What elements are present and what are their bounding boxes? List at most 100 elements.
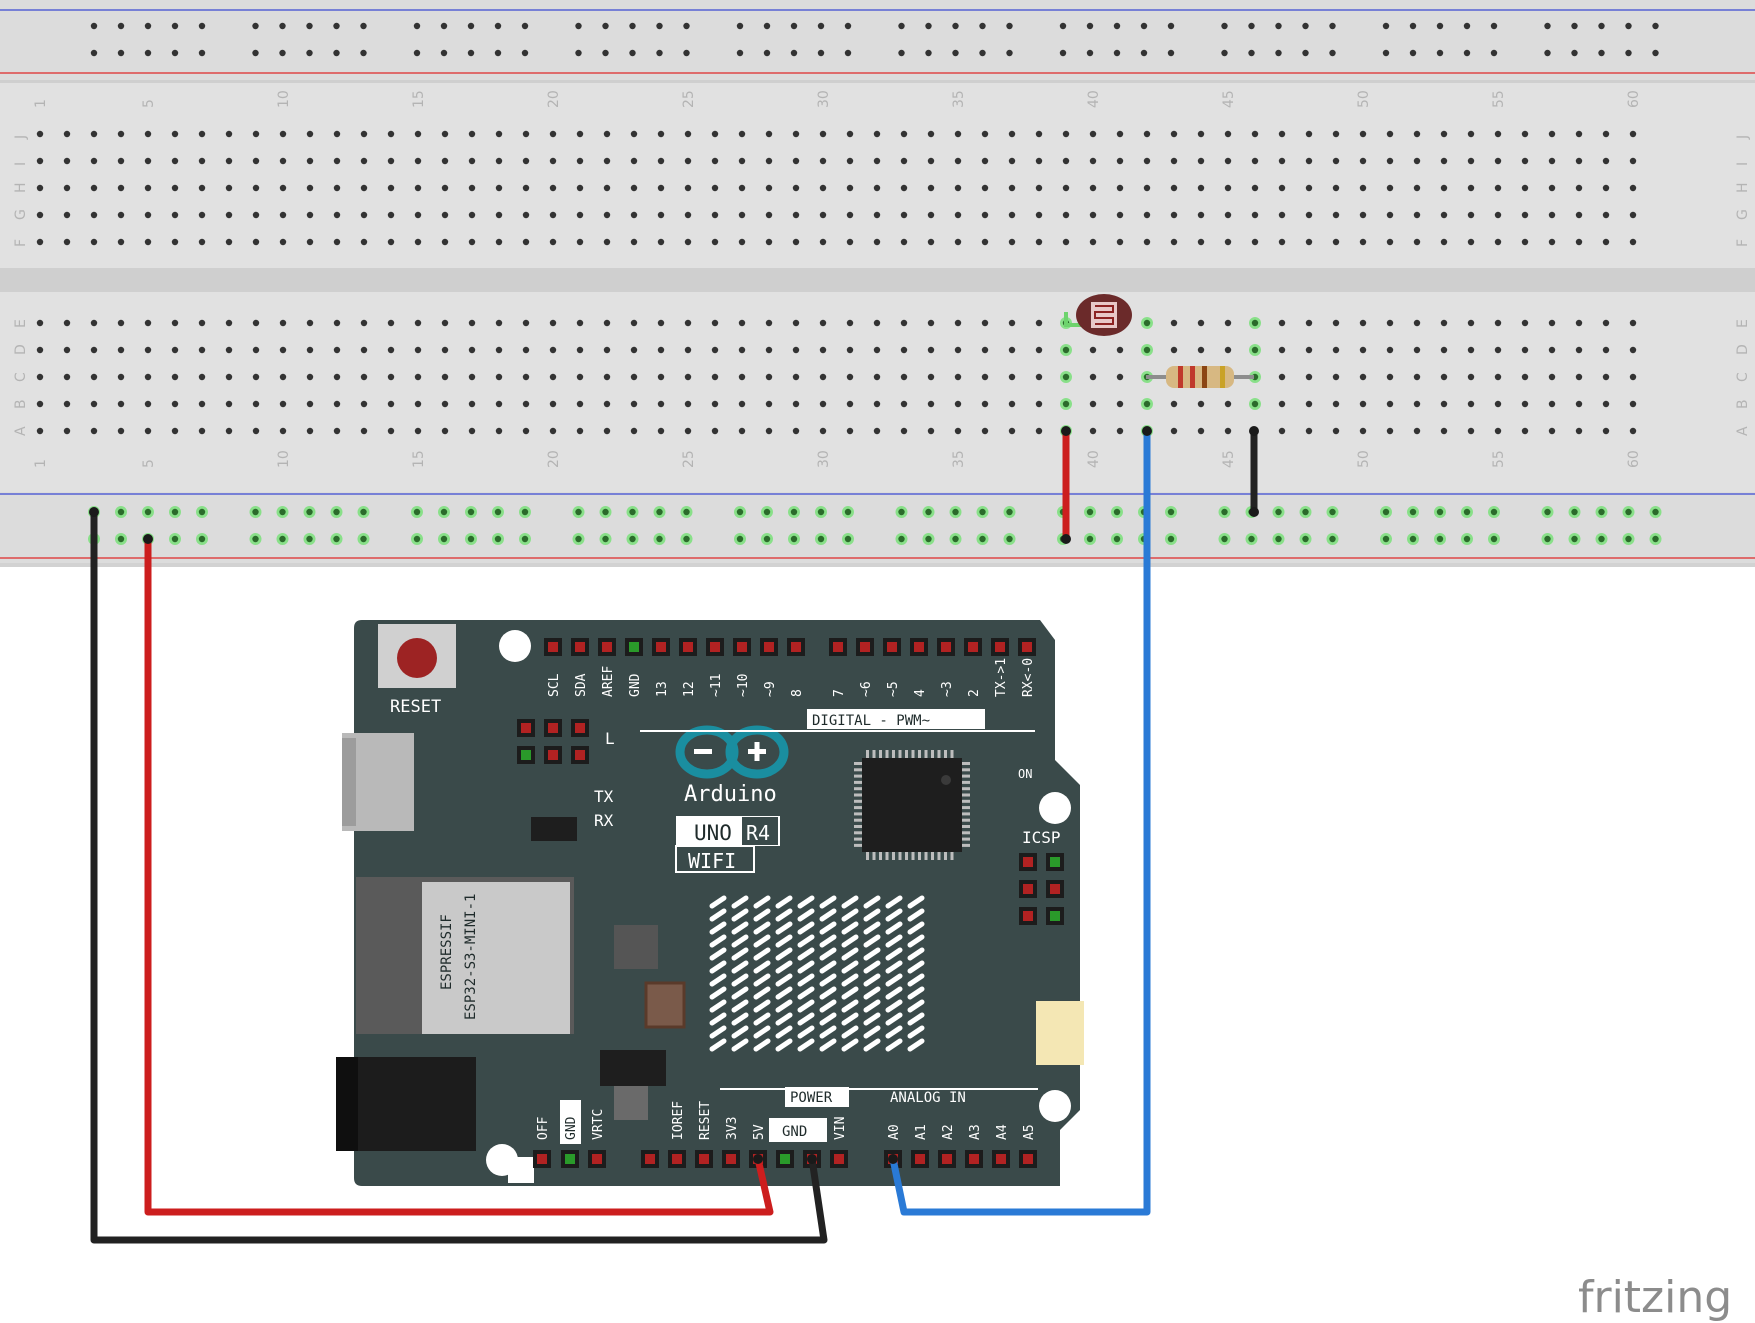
header-pin[interactable] <box>791 642 801 652</box>
rail-hole[interactable] <box>1490 508 1498 516</box>
rail-hole[interactable] <box>1302 508 1309 516</box>
bb-hole[interactable] <box>1089 130 1097 138</box>
bb-hole[interactable] <box>1602 184 1610 192</box>
bb-hole[interactable] <box>1332 130 1340 138</box>
bb-hole[interactable] <box>360 373 368 381</box>
bb-hole[interactable] <box>1170 238 1178 246</box>
bb-hole[interactable] <box>900 346 908 354</box>
rail-hole[interactable] <box>1086 535 1094 543</box>
bb-hole[interactable] <box>927 319 935 327</box>
bb-hole[interactable] <box>387 211 395 219</box>
bb-hole[interactable] <box>225 238 233 246</box>
rail-hole[interactable] <box>1571 508 1578 516</box>
bb-hole[interactable] <box>1548 184 1556 192</box>
bb-hole[interactable] <box>1602 157 1610 165</box>
rail-hole[interactable] <box>1006 535 1013 543</box>
bb-hole[interactable] <box>1494 157 1502 165</box>
bb-hole[interactable] <box>1548 400 1556 408</box>
rail-hole[interactable] <box>198 49 206 57</box>
bb-hole[interactable] <box>1089 211 1097 219</box>
bb-hole[interactable] <box>1170 130 1178 138</box>
rail-hole[interactable] <box>252 22 259 30</box>
bb-hole[interactable] <box>738 238 746 246</box>
bb-hole[interactable] <box>171 373 179 381</box>
bb-hole[interactable] <box>630 346 638 354</box>
bb-hole[interactable] <box>225 130 233 138</box>
rail-hole[interactable] <box>171 508 179 516</box>
bb-hole[interactable] <box>1602 130 1610 138</box>
bb-hole[interactable] <box>414 319 422 327</box>
bb-hole[interactable] <box>198 211 206 219</box>
bb-hole[interactable] <box>1359 184 1367 192</box>
bb-hole[interactable] <box>711 130 719 138</box>
rail-hole[interactable] <box>602 22 609 30</box>
bb-hole[interactable] <box>36 373 44 381</box>
rail-hole[interactable] <box>656 22 663 30</box>
bb-hole[interactable] <box>63 400 71 408</box>
bb-hole[interactable] <box>684 319 692 327</box>
bb-hole[interactable] <box>1278 157 1286 165</box>
bb-hole[interactable] <box>441 373 449 381</box>
bb-hole[interactable] <box>1035 211 1043 219</box>
bb-hole[interactable] <box>549 427 557 435</box>
bb-hole[interactable] <box>1197 130 1205 138</box>
bb-hole[interactable] <box>1359 346 1367 354</box>
rail-hole[interactable] <box>898 508 905 516</box>
header-pin[interactable] <box>764 642 774 652</box>
bb-hole[interactable] <box>1089 157 1097 165</box>
bb-hole[interactable] <box>387 130 395 138</box>
rail-hole[interactable] <box>467 49 475 57</box>
rail-hole[interactable] <box>1006 49 1013 57</box>
header-pin[interactable] <box>575 723 585 733</box>
bb-hole[interactable] <box>1305 157 1313 165</box>
rail-hole[interactable] <box>1571 49 1578 57</box>
bb-hole[interactable] <box>1467 373 1475 381</box>
bb-hole[interactable] <box>1170 427 1178 435</box>
rail-hole[interactable] <box>1221 22 1228 30</box>
bb-hole[interactable] <box>1008 184 1016 192</box>
rail-hole[interactable] <box>1167 508 1175 516</box>
rail-hole[interactable] <box>629 535 636 543</box>
bb-hole[interactable] <box>36 319 44 327</box>
rail-hole[interactable] <box>1248 22 1255 30</box>
bb-hole[interactable] <box>900 373 908 381</box>
bb-hole[interactable] <box>711 211 719 219</box>
bb-hole[interactable] <box>171 130 179 138</box>
bb-hole[interactable] <box>522 184 530 192</box>
bb-hole[interactable] <box>414 373 422 381</box>
bb-hole[interactable] <box>1332 346 1340 354</box>
rail-hole[interactable] <box>171 22 179 30</box>
bb-hole[interactable] <box>657 184 665 192</box>
bb-hole[interactable] <box>1629 211 1637 219</box>
bb-hole[interactable] <box>306 400 314 408</box>
rail-hole[interactable] <box>1625 535 1632 543</box>
bb-hole[interactable] <box>1413 373 1421 381</box>
bb-hole[interactable] <box>1224 319 1232 327</box>
bb-hole[interactable] <box>1305 319 1313 327</box>
rail-hole[interactable] <box>333 535 340 543</box>
reset-button[interactable] <box>378 624 456 688</box>
bb-hole[interactable] <box>900 157 908 165</box>
bb-hole[interactable] <box>1197 319 1205 327</box>
bb-hole[interactable] <box>63 346 71 354</box>
bb-hole[interactable] <box>684 400 692 408</box>
header-pin[interactable] <box>521 723 531 733</box>
rail-hole[interactable] <box>144 508 152 516</box>
bb-hole[interactable] <box>1224 130 1232 138</box>
rail-hole[interactable] <box>925 535 932 543</box>
bb-hole[interactable] <box>1521 157 1529 165</box>
bb-hole[interactable] <box>198 427 206 435</box>
bb-hole[interactable] <box>495 346 503 354</box>
bb-hole[interactable] <box>1467 319 1475 327</box>
rail-hole[interactable] <box>1598 508 1605 516</box>
bb-hole[interactable] <box>198 373 206 381</box>
black-gnd-wire[interactable] <box>90 508 828 1244</box>
bb-hole[interactable] <box>657 211 665 219</box>
bb-hole[interactable] <box>1143 319 1151 327</box>
header-pin[interactable] <box>537 1154 547 1164</box>
bb-hole[interactable] <box>522 211 530 219</box>
bb-hole[interactable] <box>576 346 584 354</box>
bb-hole[interactable] <box>279 319 287 327</box>
rail-hole[interactable] <box>117 535 125 543</box>
bb-hole[interactable] <box>603 130 611 138</box>
